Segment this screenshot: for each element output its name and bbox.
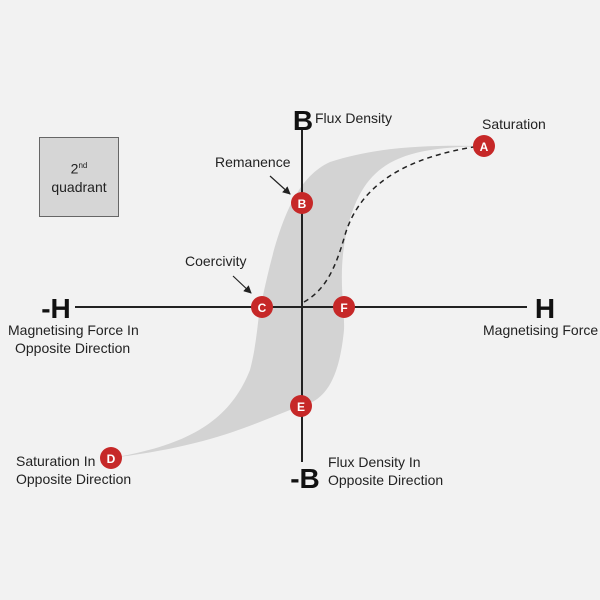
point-e-label: E: [297, 400, 305, 414]
quadrant-word: quadrant: [51, 178, 107, 195]
neg-b-axis-symbol: -B: [290, 463, 320, 494]
point-b-label: B: [298, 197, 307, 211]
quadrant-box: 2nd quadrant: [39, 137, 119, 217]
hysteresis-loop: [111, 145, 484, 458]
h-axis-label: Magnetising Force: [483, 322, 598, 338]
point-a: A: [473, 135, 495, 157]
neg-h-axis-label-1: Magnetising Force In: [8, 322, 139, 338]
saturation-opposite-label-2: Opposite Direction: [16, 471, 131, 487]
coercivity-arrow: [232, 275, 252, 294]
point-b: B: [291, 192, 313, 214]
point-c: C: [251, 296, 273, 318]
point-a-label: A: [480, 140, 489, 154]
point-d-label: D: [107, 452, 116, 466]
saturation-label: Saturation: [482, 116, 546, 132]
point-d: D: [100, 447, 122, 469]
saturation-opposite-label-1: Saturation In: [16, 453, 95, 469]
point-c-label: C: [258, 301, 267, 315]
remanence-label: Remanence: [215, 154, 291, 170]
point-f-label: F: [340, 301, 347, 315]
neg-h-axis-symbol: -H: [41, 293, 71, 324]
point-f: F: [333, 296, 355, 318]
b-axis-symbol: B: [293, 105, 313, 136]
neg-h-axis-label-2: Opposite Direction: [15, 340, 130, 356]
quadrant-number: 2nd: [70, 160, 88, 177]
point-e: E: [290, 395, 312, 417]
remanence-arrow: [269, 175, 291, 195]
h-axis-symbol: H: [535, 293, 555, 324]
neg-b-axis-label-1: Flux Density In: [328, 454, 421, 470]
b-axis-label: Flux Density: [315, 110, 392, 126]
neg-b-axis-label-2: Opposite Direction: [328, 472, 443, 488]
initial-magnetisation-curve: [303, 145, 481, 303]
coercivity-label: Coercivity: [185, 253, 246, 269]
